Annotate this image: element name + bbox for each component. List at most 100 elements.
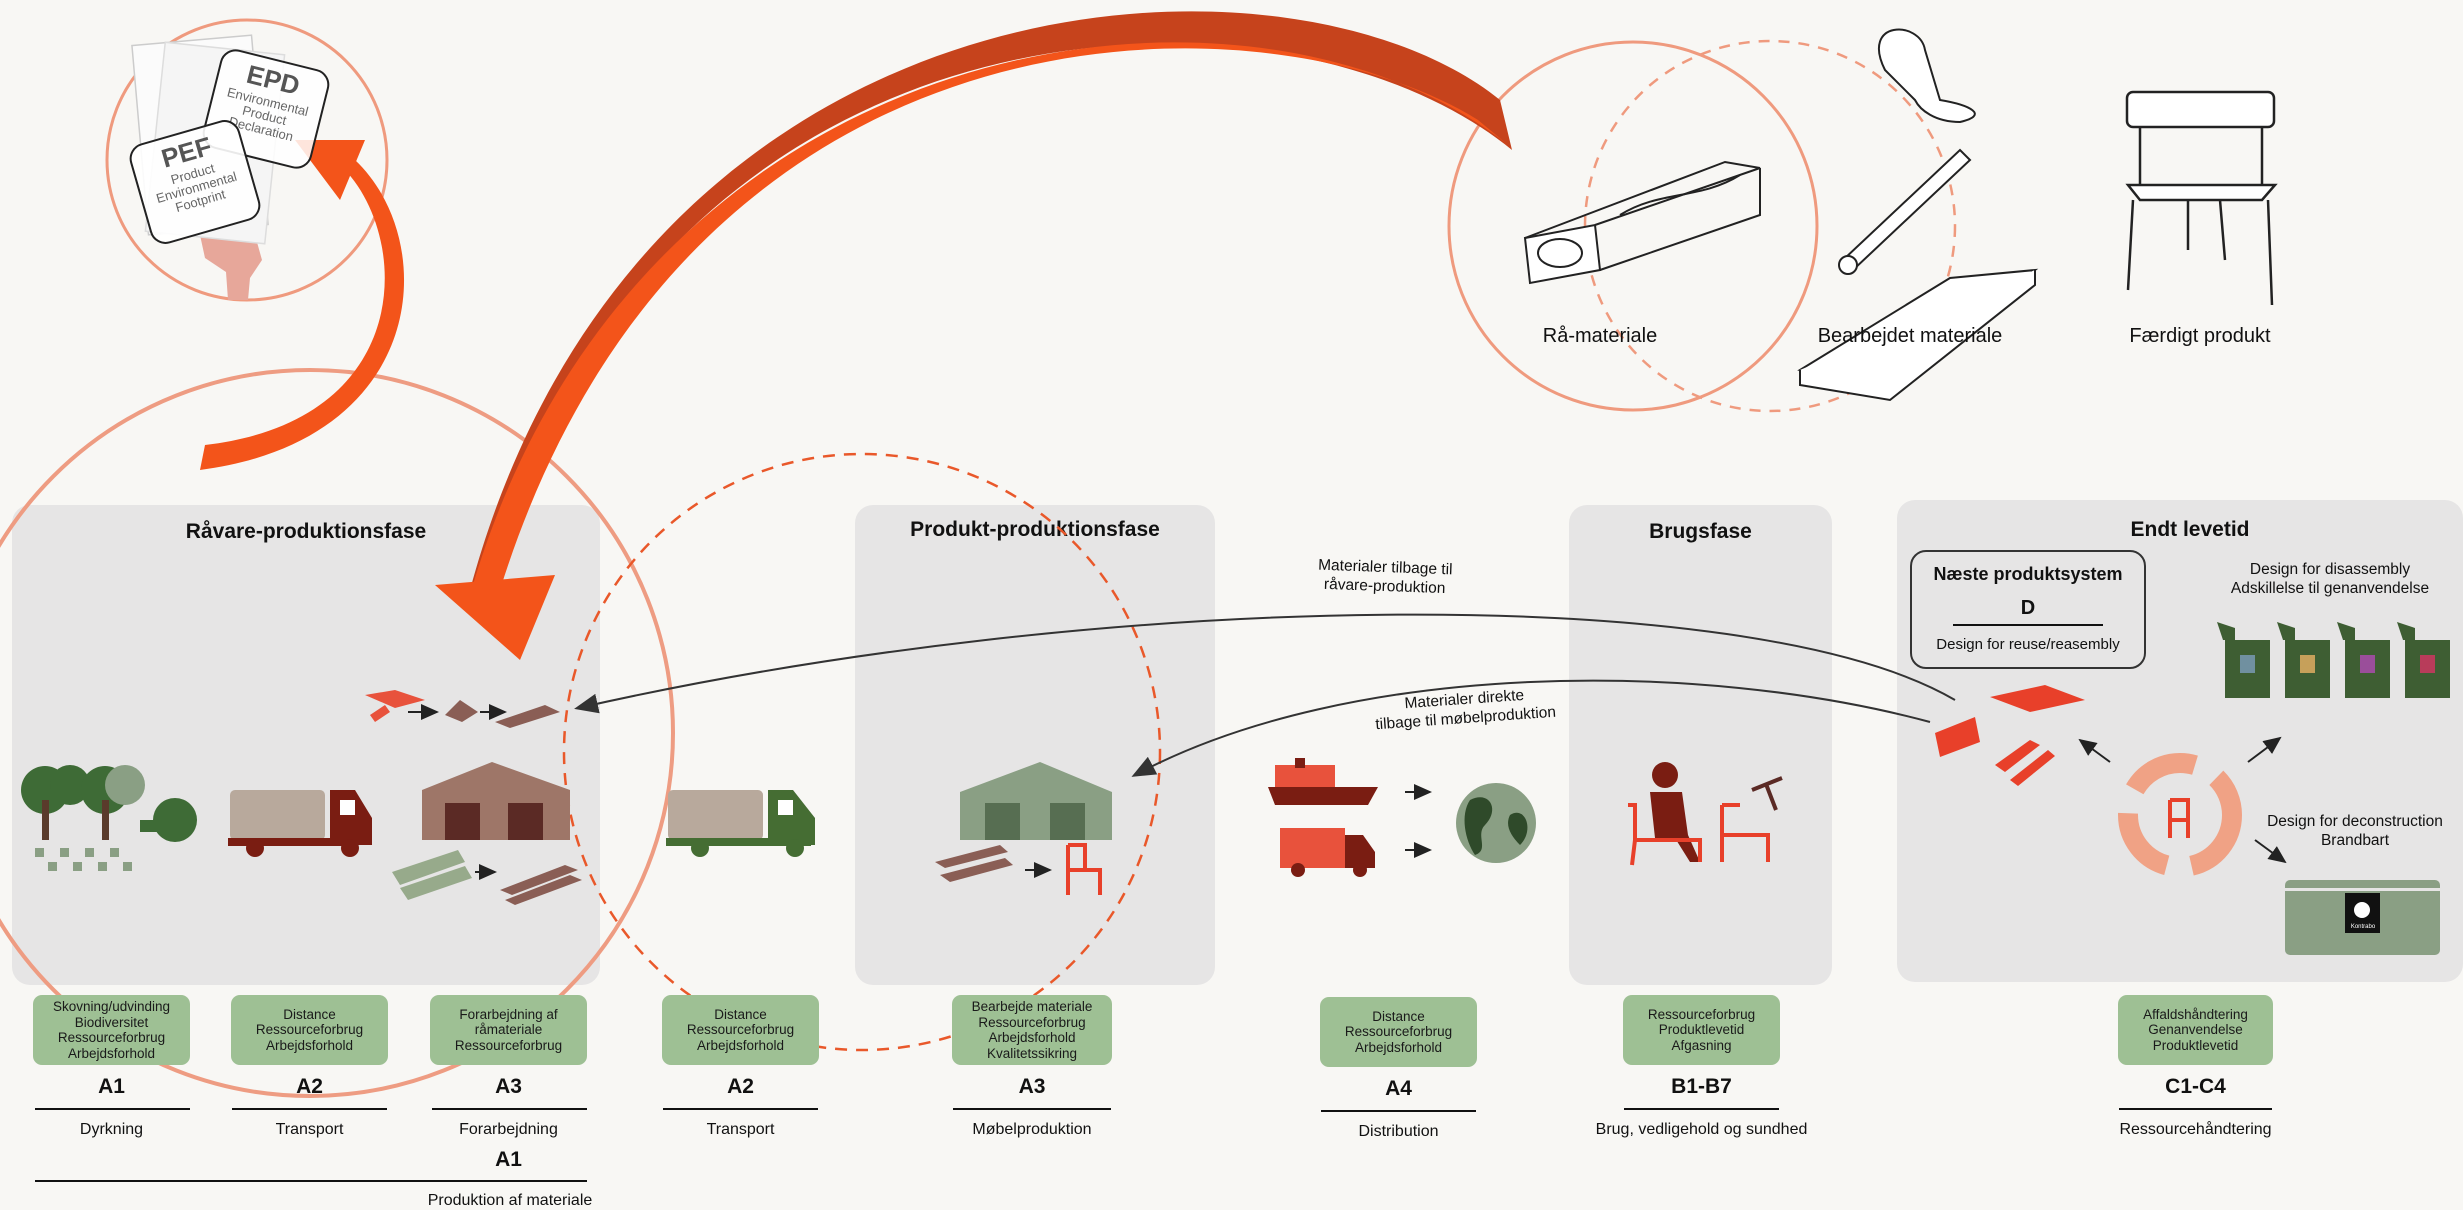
stage-item: Distance <box>1372 1008 1425 1024</box>
stage-item: Ressourceforbrug <box>454 1037 563 1053</box>
flow-arrow-back-to-furniture <box>1131 679 1931 777</box>
stage-item: Affaldshåndtering <box>2143 1006 2248 1022</box>
stage-item: Afgasning <box>1671 1037 1732 1053</box>
stage-item: Produktlevetid <box>1658 1022 1745 1038</box>
wood-beam-icon <box>1523 160 1761 285</box>
group-label: Produktion af materiale <box>427 1192 593 1209</box>
incineration-bin-icon <box>2285 880 2440 955</box>
log-truck-red-icon <box>228 790 372 857</box>
note-deconstruction-line: Brandbart <box>2320 832 2390 849</box>
chair-repair-icon <box>1720 776 1783 862</box>
stage-item: Arbejdsforhold <box>988 1030 1076 1045</box>
truck-icon <box>1280 828 1375 877</box>
stage-label: Ressourcehåndtering <box>2119 1121 2272 1138</box>
stage-label: Brug, vedligehold og sundhed <box>1595 1121 1808 1138</box>
recycling-bins-icon <box>2217 622 2450 698</box>
stage-item: Forarbejdning af <box>459 1006 558 1022</box>
stage-box-a1: Skovning/udvinding Biodiversitet Ressour… <box>33 995 190 1065</box>
next-system-code: D <box>2020 597 2036 619</box>
stage-code: A3 <box>495 1075 522 1098</box>
hand-icon <box>200 235 262 300</box>
note-disassembly: Design for disassembly Adskillelse til g… <box>2200 560 2460 598</box>
recovered-materials-icon <box>1935 685 2085 786</box>
stage-box-a3: Forarbejdning af råmateriale Ressourcefo… <box>430 995 587 1065</box>
person-on-chair-icon <box>1628 762 1702 866</box>
stage-item: Bearbejde materiale <box>971 999 1093 1014</box>
stage-item: Distance <box>283 1006 336 1022</box>
chair-shell-icon <box>1877 28 1976 124</box>
stage-label: Distribution <box>1358 1123 1439 1140</box>
raw-material-circle <box>1447 40 1819 412</box>
small-orange-arrow <box>200 160 405 470</box>
stage-item: Arbejdsforhold <box>1354 1039 1443 1055</box>
stage-box-b1-b7: Ressourceforbrug Produktlevetid Afgasnin… <box>1623 995 1780 1065</box>
stage-label: Dyrkning <box>79 1121 144 1138</box>
stage-item: Arbejdsforhold <box>696 1037 785 1053</box>
stage-item: Ressourceforbrug <box>978 1014 1086 1030</box>
stage-code: A2 <box>727 1075 754 1098</box>
stage-item: Ressourceforbrug <box>1344 1024 1453 1040</box>
stage-item: Skovning/udvinding <box>52 999 171 1014</box>
dashed-scope-circle <box>562 452 1162 1052</box>
log-truck-green-icon <box>666 790 815 857</box>
raw-to-plank-icon <box>365 690 560 728</box>
label-finished-product: Færdigt produkt <box>2129 325 2271 347</box>
furniture-factory-icon <box>960 762 1112 840</box>
stage-box-a4: Distance Ressourceforbrug Arbejdsforhold <box>1320 997 1477 1067</box>
stage-code: A4 <box>1385 1077 1412 1100</box>
globe-icon <box>1456 783 1536 863</box>
stage-item: Biodiversitet <box>74 1014 149 1030</box>
sawmill-icon <box>422 762 570 840</box>
recycle-icon <box>2118 753 2242 877</box>
plank-to-chair-icon <box>935 843 1102 895</box>
processed-material-icon <box>1797 148 2039 402</box>
stage-code: A2 <box>296 1075 323 1098</box>
phase-title-use: Brugsfase <box>1649 520 1752 543</box>
ship-icon <box>1268 758 1378 805</box>
stage-label: Forarbejdning <box>459 1121 558 1138</box>
stage-label: Transport <box>275 1121 344 1138</box>
stage-item: Arbejdsforhold <box>265 1037 354 1053</box>
note-disassembly-line: Design for disassembly <box>2249 561 2411 578</box>
stage-box-a2-transport: Distance Ressourceforbrug Arbejdsforhold <box>662 995 819 1065</box>
bin-label: Kontrabo <box>2350 924 2376 930</box>
stage-code: A1 <box>98 1075 125 1098</box>
note-disassembly-line: Adskillelse til genanvendelse <box>2230 580 2430 597</box>
next-product-system-box: Næste produktsystem D Design for reuse/r… <box>1910 550 2146 669</box>
stage-item: Kvalitetssikring <box>986 1045 1078 1061</box>
lca-scope-circle <box>0 368 675 1098</box>
stage-item: Ressourceforbrug <box>255 1022 364 1038</box>
phase-title-raw-production: Råvare-produktionsfase <box>185 520 427 543</box>
note-deconstruction: Design for deconstruction Brandbart <box>2250 812 2460 850</box>
stage-label: Møbelproduktion <box>972 1121 1092 1138</box>
stage-item: råmateriale <box>474 1022 543 1038</box>
stage-item: Distance <box>714 1006 767 1022</box>
stage-code: B1-B7 <box>1671 1075 1732 1098</box>
stage-item: Ressourceforbrug <box>57 1030 166 1045</box>
next-system-subtitle: Design for reuse/reasembly <box>1936 636 2120 653</box>
note-deconstruction-line: Design for deconstruction <box>2267 813 2443 830</box>
stage-item: Genanvendelse <box>2148 1022 2243 1038</box>
big-orange-arrow <box>470 11 1512 590</box>
stage-item: Arbejdsforhold <box>67 1045 156 1061</box>
trees-icon <box>21 765 197 871</box>
label-raw-material: Rå-materiale <box>1542 325 1658 347</box>
stage-label: Transport <box>706 1121 775 1138</box>
stage-code: A3 <box>1018 1075 1046 1098</box>
stage-box-c1-c4: Affaldshåndtering Genanvendelse Produktl… <box>2118 995 2273 1065</box>
label-processed-material: Bearbejdet materiale <box>1817 325 2003 347</box>
flow-arrow-back-to-raw <box>574 613 1956 714</box>
stage-item: Ressourceforbrug <box>1647 1006 1756 1022</box>
phase-title-end-of-life: Endt levetid <box>2130 518 2250 541</box>
phase-title-product-production: Produkt-produktionsfase <box>910 518 1160 541</box>
note-back-to-raw: Materialer tilbage til råvare-produktion <box>1284 555 1485 600</box>
stage-box-a3-furniture: Bearbejde materiale Ressourceforbrug Arb… <box>952 995 1112 1065</box>
product-production-panel <box>855 505 1215 985</box>
stage-code: C1-C4 <box>2165 1075 2226 1098</box>
finished-chair-icon <box>2125 90 2278 306</box>
next-system-title: Næste produktsystem <box>1933 564 2123 584</box>
group-code: A1 <box>495 1148 522 1171</box>
stage-item: Ressourceforbrug <box>686 1022 795 1038</box>
use-phase-panel <box>1569 505 1832 985</box>
logs-to-planks-icon <box>392 850 582 905</box>
